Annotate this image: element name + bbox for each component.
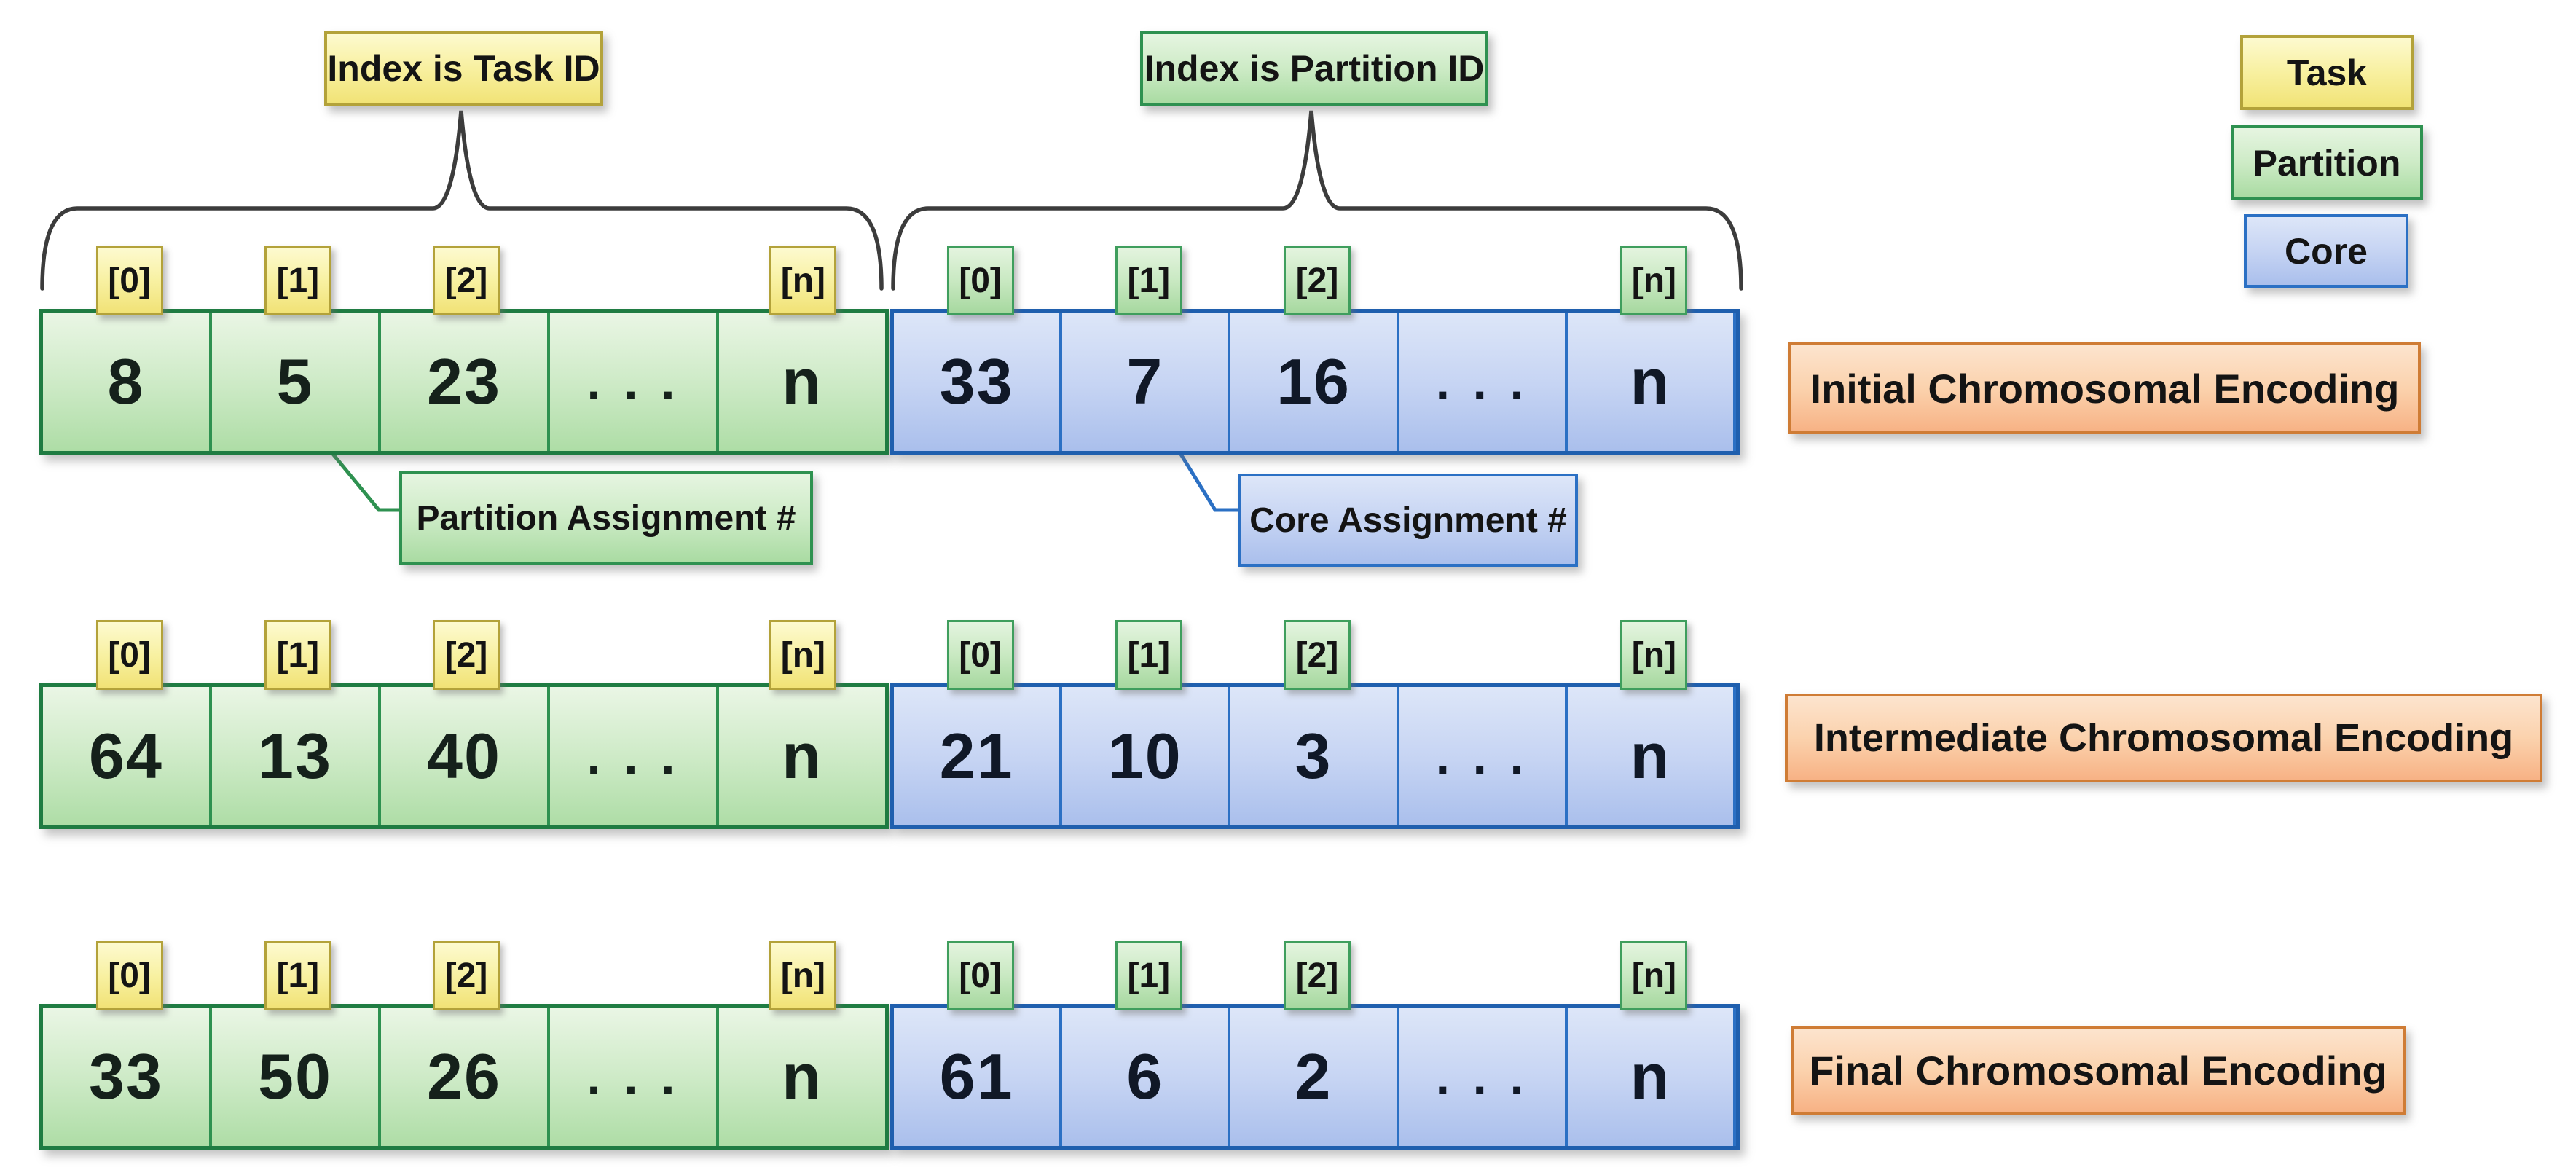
array-cell: 6 — [1062, 1008, 1231, 1146]
task-index-tag: [0] — [95, 941, 163, 1010]
array-cell-ellipsis: . . . — [550, 1008, 719, 1146]
partition-index-tag: [1] — [1115, 620, 1182, 690]
array-cell-ellipsis: . . . — [1399, 687, 1568, 825]
partition-index-tag: [n] — [1620, 246, 1688, 315]
task-index-tag: [1] — [264, 246, 331, 315]
row-label-initial: Initial Chromosomal Encoding — [1788, 342, 2421, 434]
task-index-tag: [n] — [769, 941, 837, 1010]
core-assignment-callout: Core Assignment # — [1238, 474, 1578, 567]
task-index-tag: [2] — [433, 620, 500, 690]
task-index-tag: [1] — [264, 941, 331, 1010]
task-index-tag: [0] — [95, 620, 163, 690]
core-array-initial: [0] [1] [2] [n] 33 7 16 . . . n — [890, 246, 1740, 455]
array-cell: 2 — [1230, 1008, 1399, 1146]
core-array-final: [0] [1] [2] [n] 61 6 2 . . . n — [890, 941, 1740, 1150]
array-cell: 10 — [1062, 687, 1231, 825]
array-cell: 33 — [43, 1008, 212, 1146]
partition-assignment-callout: Partition Assignment # — [399, 471, 813, 565]
array-cell: 16 — [1230, 313, 1399, 451]
partition-index-tag: [2] — [1284, 246, 1351, 315]
index-is-task-id-label: Index is Task ID — [324, 31, 603, 106]
legend-task: Task — [2240, 35, 2414, 110]
array-cell: 23 — [381, 313, 550, 451]
partition-index-tag: [0] — [946, 941, 1014, 1010]
task-index-tag: [n] — [769, 246, 837, 315]
array-cell: 7 — [1062, 313, 1231, 451]
partition-index-tag: [2] — [1284, 941, 1351, 1010]
array-cell-ellipsis: . . . — [1399, 313, 1568, 451]
array-cell: 64 — [43, 687, 212, 825]
array-cell: 33 — [894, 313, 1063, 451]
partition-index-tag: [0] — [946, 620, 1014, 690]
row-label-intermediate: Intermediate Chromosomal Encoding — [1785, 694, 2542, 782]
row-label-final: Final Chromosomal Encoding — [1791, 1026, 2406, 1115]
task-index-tag: [1] — [264, 620, 331, 690]
partition-index-tag: [n] — [1620, 941, 1688, 1010]
task-index-tag: [2] — [433, 941, 500, 1010]
task-index-tag: [n] — [769, 620, 837, 690]
array-cell: n — [719, 687, 885, 825]
legend-partition: Partition — [2231, 125, 2423, 200]
partition-index-tag: [1] — [1115, 246, 1182, 315]
array-cell: n — [1567, 1008, 1737, 1146]
array-cell: n — [719, 313, 885, 451]
partition-index-tag: [2] — [1284, 620, 1351, 690]
array-cell: 13 — [212, 687, 381, 825]
array-cell: n — [1567, 687, 1737, 825]
array-cell: 61 — [894, 1008, 1063, 1146]
partition-index-tag: [1] — [1115, 941, 1182, 1010]
array-cell: 5 — [212, 313, 381, 451]
array-cell-ellipsis: . . . — [550, 687, 719, 825]
array-cell-ellipsis: . . . — [550, 313, 719, 451]
array-cell: 21 — [894, 687, 1063, 825]
array-cell: 26 — [381, 1008, 550, 1146]
task-index-tag: [2] — [433, 246, 500, 315]
array-cell: n — [719, 1008, 885, 1146]
array-cell: 3 — [1230, 687, 1399, 825]
array-cell-ellipsis: . . . — [1399, 1008, 1568, 1146]
partition-array-initial: [0] [1] [2] [n] 8 5 23 . . . n — [39, 246, 889, 455]
task-index-tag: [0] — [95, 246, 163, 315]
array-cell: 50 — [212, 1008, 381, 1146]
partition-array-intermediate: [0] [1] [2] [n] 64 13 40 . . . n — [39, 620, 889, 829]
array-cell: 40 — [381, 687, 550, 825]
array-cell: 8 — [43, 313, 212, 451]
partition-index-tag: [n] — [1620, 620, 1688, 690]
partition-array-final: [0] [1] [2] [n] 33 50 26 . . . n — [39, 941, 889, 1150]
legend-core: Core — [2244, 214, 2408, 288]
index-is-partition-id-label: Index is Partition ID — [1140, 31, 1488, 106]
array-cell: n — [1567, 313, 1737, 451]
core-array-intermediate: [0] [1] [2] [n] 21 10 3 . . . n — [890, 620, 1740, 829]
partition-index-tag: [0] — [946, 246, 1014, 315]
